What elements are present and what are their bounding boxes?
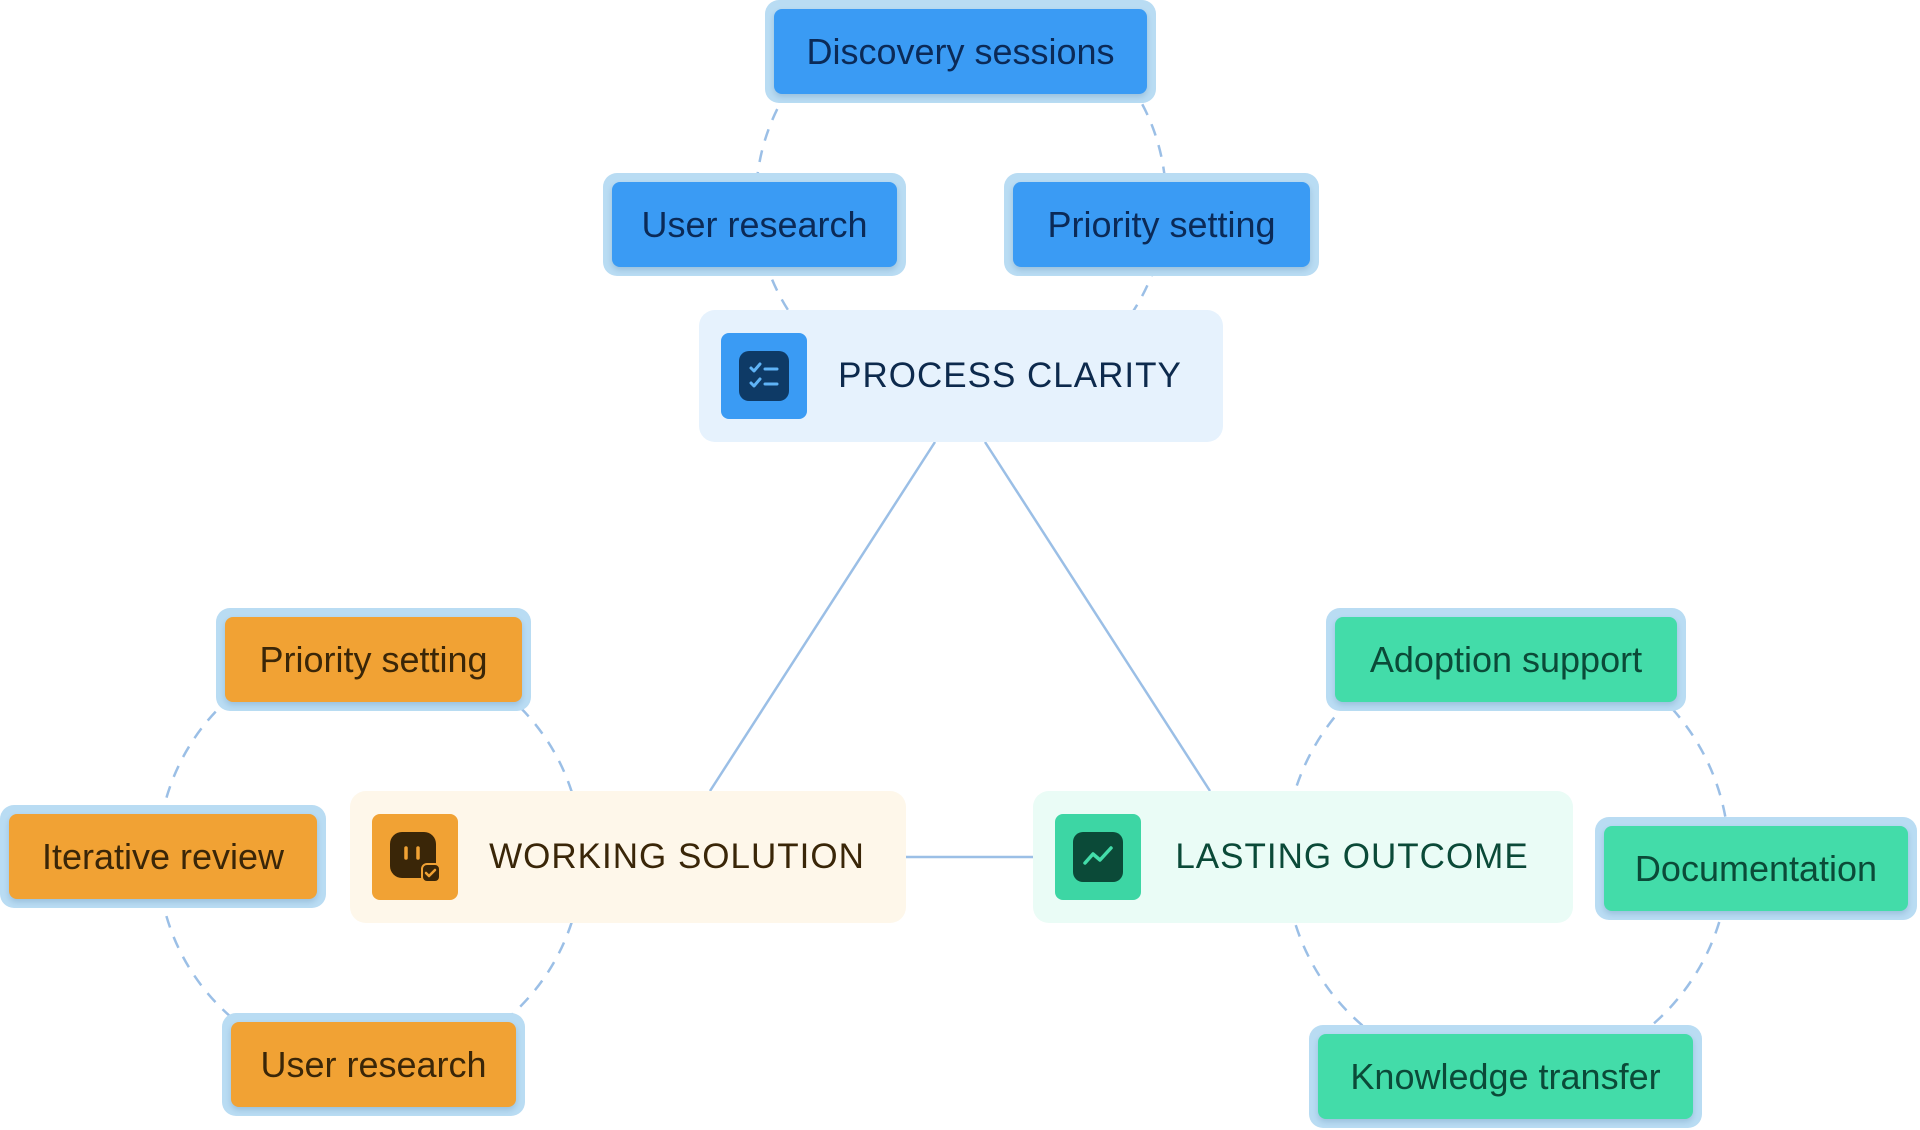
hub-process-clarity: PROCESS CLARITY [699,310,1223,442]
chip-process-user-research: User research [603,173,906,276]
chip-adoption-support: Adoption support [1326,608,1686,711]
checklist-icon [721,333,807,419]
chip-label: Knowledge transfer [1318,1034,1693,1119]
hub-working-solution: WORKING SOLUTION [350,791,906,923]
hub-lasting-outcome: LASTING OUTCOME [1033,791,1573,923]
chip-documentation: Documentation [1595,817,1917,920]
chip-working-iterative-review: Iterative review [0,805,326,908]
hub-label: WORKING SOLUTION [489,837,865,876]
chip-label: Priority setting [1013,182,1310,267]
chip-label: Priority setting [225,617,522,702]
chip-label: Adoption support [1335,617,1677,702]
connector-process-working [708,441,937,792]
chip-working-priority-setting: Priority setting [216,608,531,711]
chip-knowledge-transfer: Knowledge transfer [1309,1025,1702,1128]
chip-label: Iterative review [9,814,317,899]
chip-label: User research [231,1022,516,1107]
hub-label: LASTING OUTCOME [1175,837,1529,876]
chip-working-user-research: User research [222,1013,525,1116]
trend-line-icon [1055,814,1141,900]
hub-label: PROCESS CLARITY [838,356,1182,395]
chip-label: Discovery sessions [774,9,1147,94]
chip-process-priority-setting: Priority setting [1004,173,1319,276]
chip-label: User research [612,182,897,267]
plug-check-icon [372,814,458,900]
chip-discovery-sessions: Discovery sessions [765,0,1156,103]
chip-label: Documentation [1604,826,1908,911]
connector-process-lasting [983,441,1212,792]
